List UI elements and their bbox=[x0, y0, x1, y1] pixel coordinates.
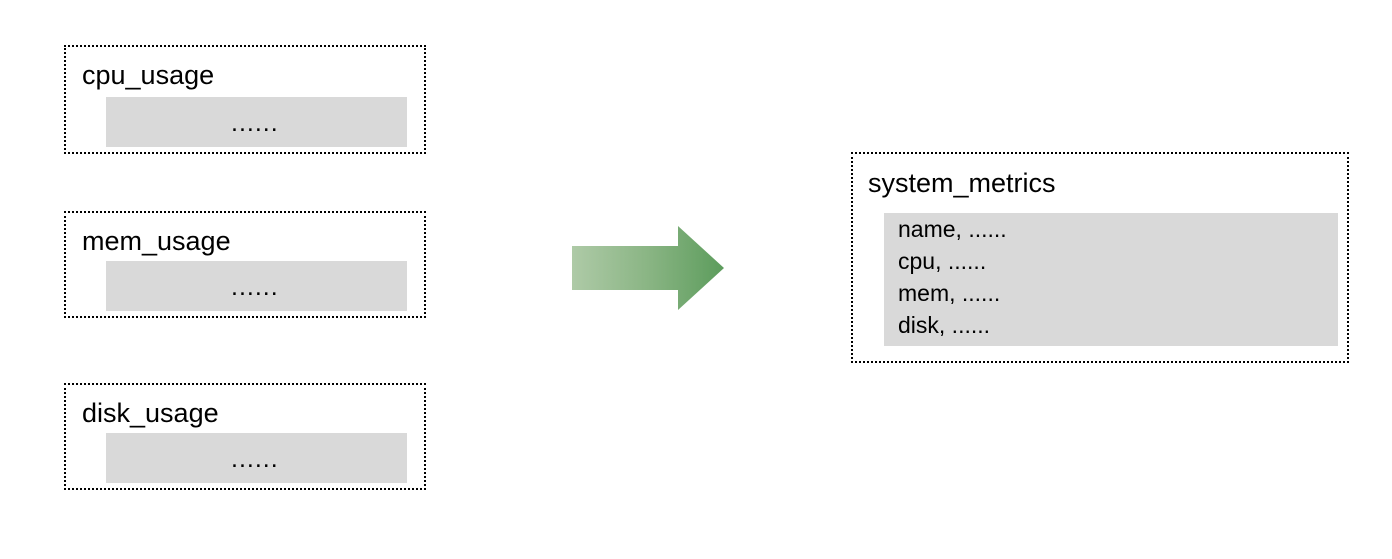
source-node-mem-usage[interactable]: mem_usage ...... bbox=[64, 211, 426, 318]
target-field-list: name, ...... cpu, ...... mem, ...... dis… bbox=[898, 213, 1007, 341]
target-node-body: name, ...... cpu, ...... mem, ...... dis… bbox=[884, 213, 1338, 346]
source-node-title: disk_usage bbox=[82, 398, 219, 428]
source-node-body: ...... bbox=[106, 433, 407, 483]
target-node-system-metrics[interactable]: system_metrics name, ...... cpu, ...... … bbox=[851, 152, 1349, 363]
target-field-row: disk, ...... bbox=[898, 312, 991, 338]
target-field-row: name, ...... bbox=[898, 216, 1007, 242]
source-node-body: ...... bbox=[106, 261, 407, 311]
source-node-cpu-usage[interactable]: cpu_usage ...... bbox=[64, 45, 426, 154]
source-node-disk-usage[interactable]: disk_usage ...... bbox=[64, 383, 426, 490]
source-node-title: cpu_usage bbox=[82, 60, 215, 90]
source-node-title: mem_usage bbox=[82, 226, 231, 256]
source-node-ellipsis: ...... bbox=[231, 445, 279, 473]
target-field-row: mem, ...... bbox=[898, 280, 1001, 306]
source-node-ellipsis: ...... bbox=[231, 109, 279, 137]
merge-arrow-icon bbox=[572, 226, 724, 310]
source-node-ellipsis: ...... bbox=[231, 273, 279, 301]
source-node-body: ...... bbox=[106, 97, 407, 147]
target-node-title: system_metrics bbox=[868, 168, 1056, 198]
target-field-row: cpu, ...... bbox=[898, 248, 987, 274]
